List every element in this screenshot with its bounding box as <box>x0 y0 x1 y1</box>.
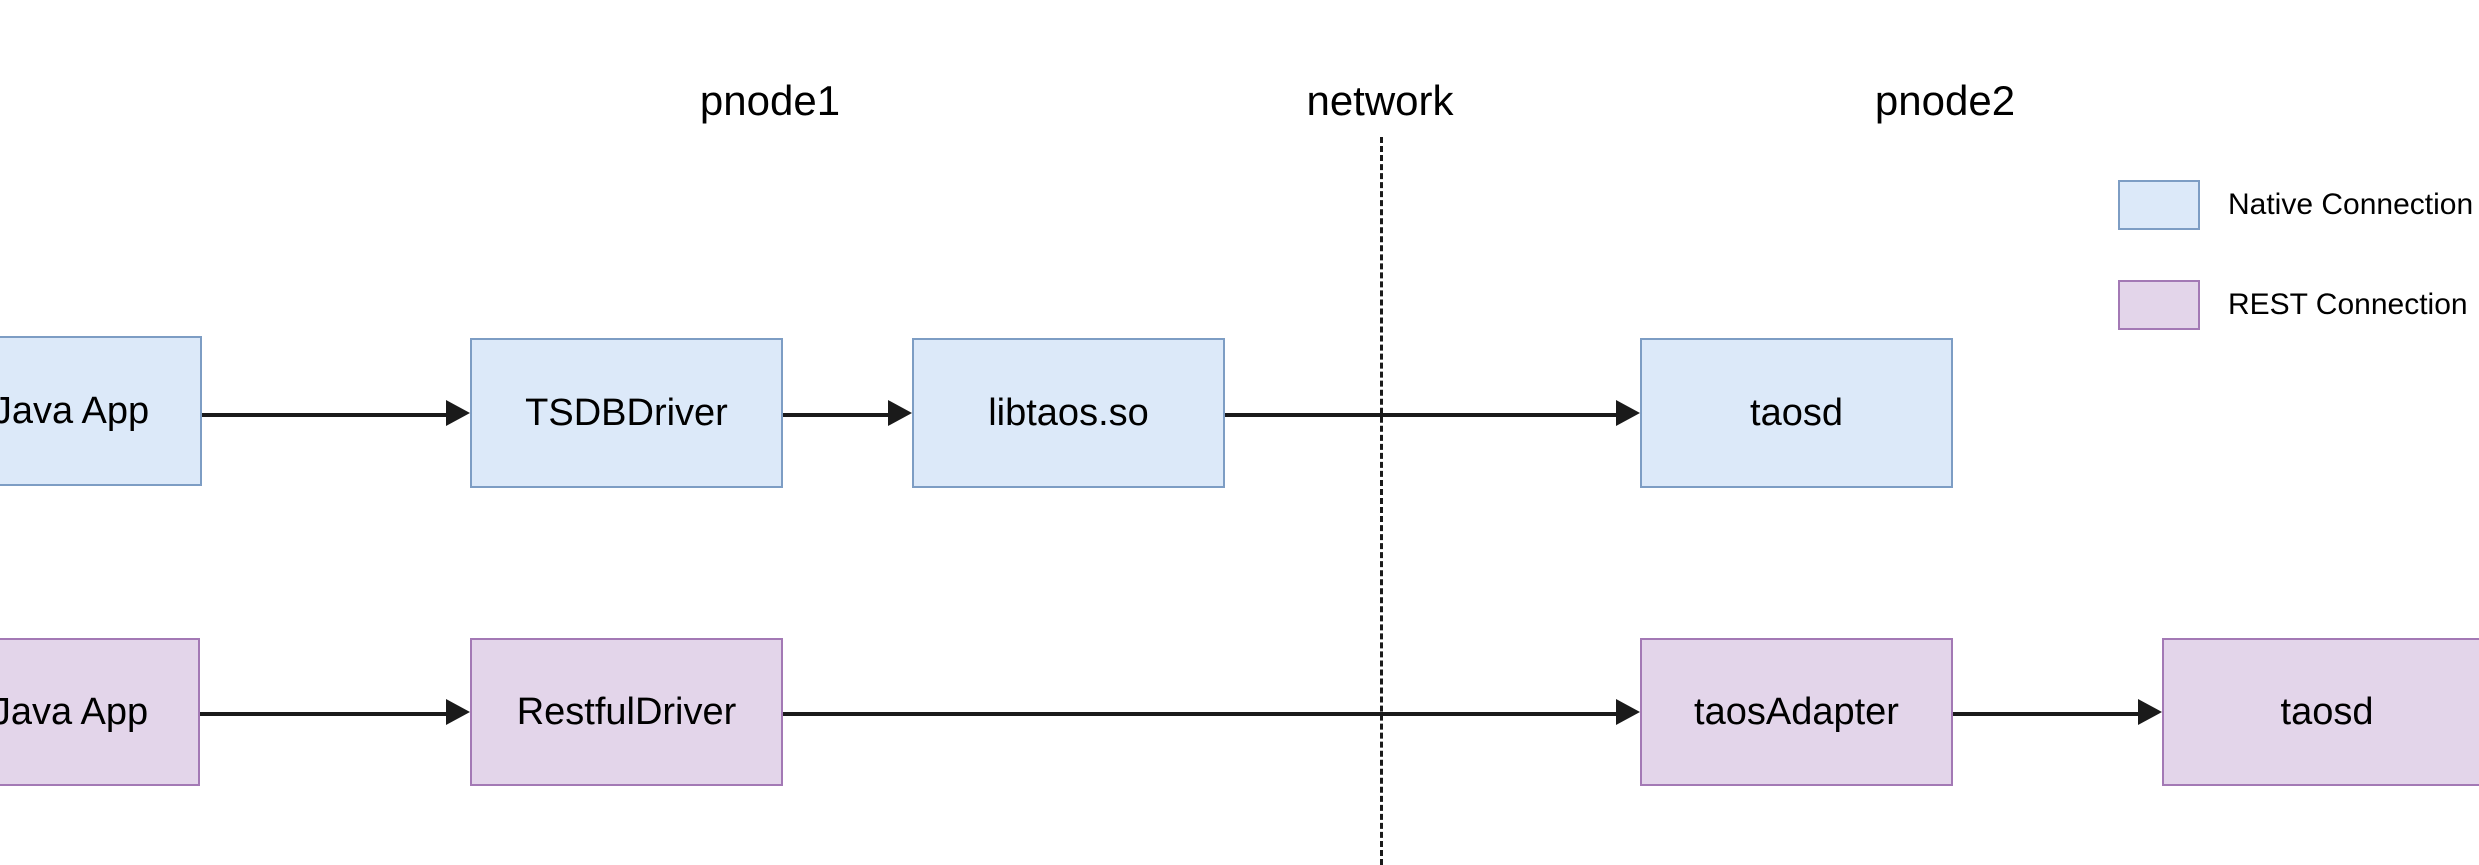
node-label: taosd <box>2280 691 2374 733</box>
node-taosd-native[interactable]: taosd <box>1640 338 1953 488</box>
legend-label-native: Native Connection <box>2228 188 2474 221</box>
node-label: Java App <box>0 390 150 432</box>
arrow-restfuldriver-to-taosadapter-head <box>1616 699 1640 725</box>
arrow-taosadapter-to-taosd-head <box>2138 699 2162 725</box>
node-java-app-native[interactable]: Java App <box>0 336 202 486</box>
arrow-javaapp-to-restfuldriver-line <box>200 712 446 716</box>
legend-label-rest: REST Connection <box>2228 288 2468 321</box>
zone-label-pnode2: pnode2 <box>1874 77 2016 124</box>
arrow-javaapp-to-tsdbdriver-line <box>202 413 446 417</box>
arrow-libtaos-to-taosd-head <box>1616 400 1640 426</box>
legend-swatch-native-icon <box>2118 180 2200 230</box>
arrow-javaapp-to-tsdbdriver-head <box>446 400 470 426</box>
legend-item-rest: REST Connection <box>2118 280 2468 330</box>
arrow-restfuldriver-to-taosadapter-line <box>783 712 1616 716</box>
zone-label-pnode1: pnode1 <box>699 77 841 124</box>
node-restful-driver[interactable]: RestfulDriver <box>470 638 783 786</box>
arrow-javaapp-to-restfuldriver-head <box>446 699 470 725</box>
network-boundary-line <box>1380 137 1383 865</box>
node-label: TSDBDriver <box>525 392 728 434</box>
node-label: Java App <box>0 691 149 733</box>
arrow-libtaos-to-taosd-line <box>1225 413 1616 417</box>
node-label: taosd <box>1750 392 1843 434</box>
node-taosd-rest[interactable]: taosd <box>2162 638 2479 786</box>
node-taos-adapter[interactable]: taosAdapter <box>1640 638 1953 786</box>
arrow-taosadapter-to-taosd-line <box>1953 712 2138 716</box>
arrow-tsdbdriver-to-libtaos-line <box>783 413 888 417</box>
node-label: libtaos.so <box>988 392 1149 434</box>
legend-item-native: Native Connection <box>2118 180 2473 230</box>
node-java-app-rest[interactable]: Java App <box>0 638 200 786</box>
node-label: taosAdapter <box>1694 691 1899 733</box>
zone-label-network: network <box>1306 77 1454 124</box>
arrow-tsdbdriver-to-libtaos-head <box>888 400 912 426</box>
node-libtaos-so[interactable]: libtaos.so <box>912 338 1225 488</box>
node-label: RestfulDriver <box>516 691 737 733</box>
legend-swatch-rest-icon <box>2118 280 2200 330</box>
node-tsdb-driver[interactable]: TSDBDriver <box>470 338 783 488</box>
